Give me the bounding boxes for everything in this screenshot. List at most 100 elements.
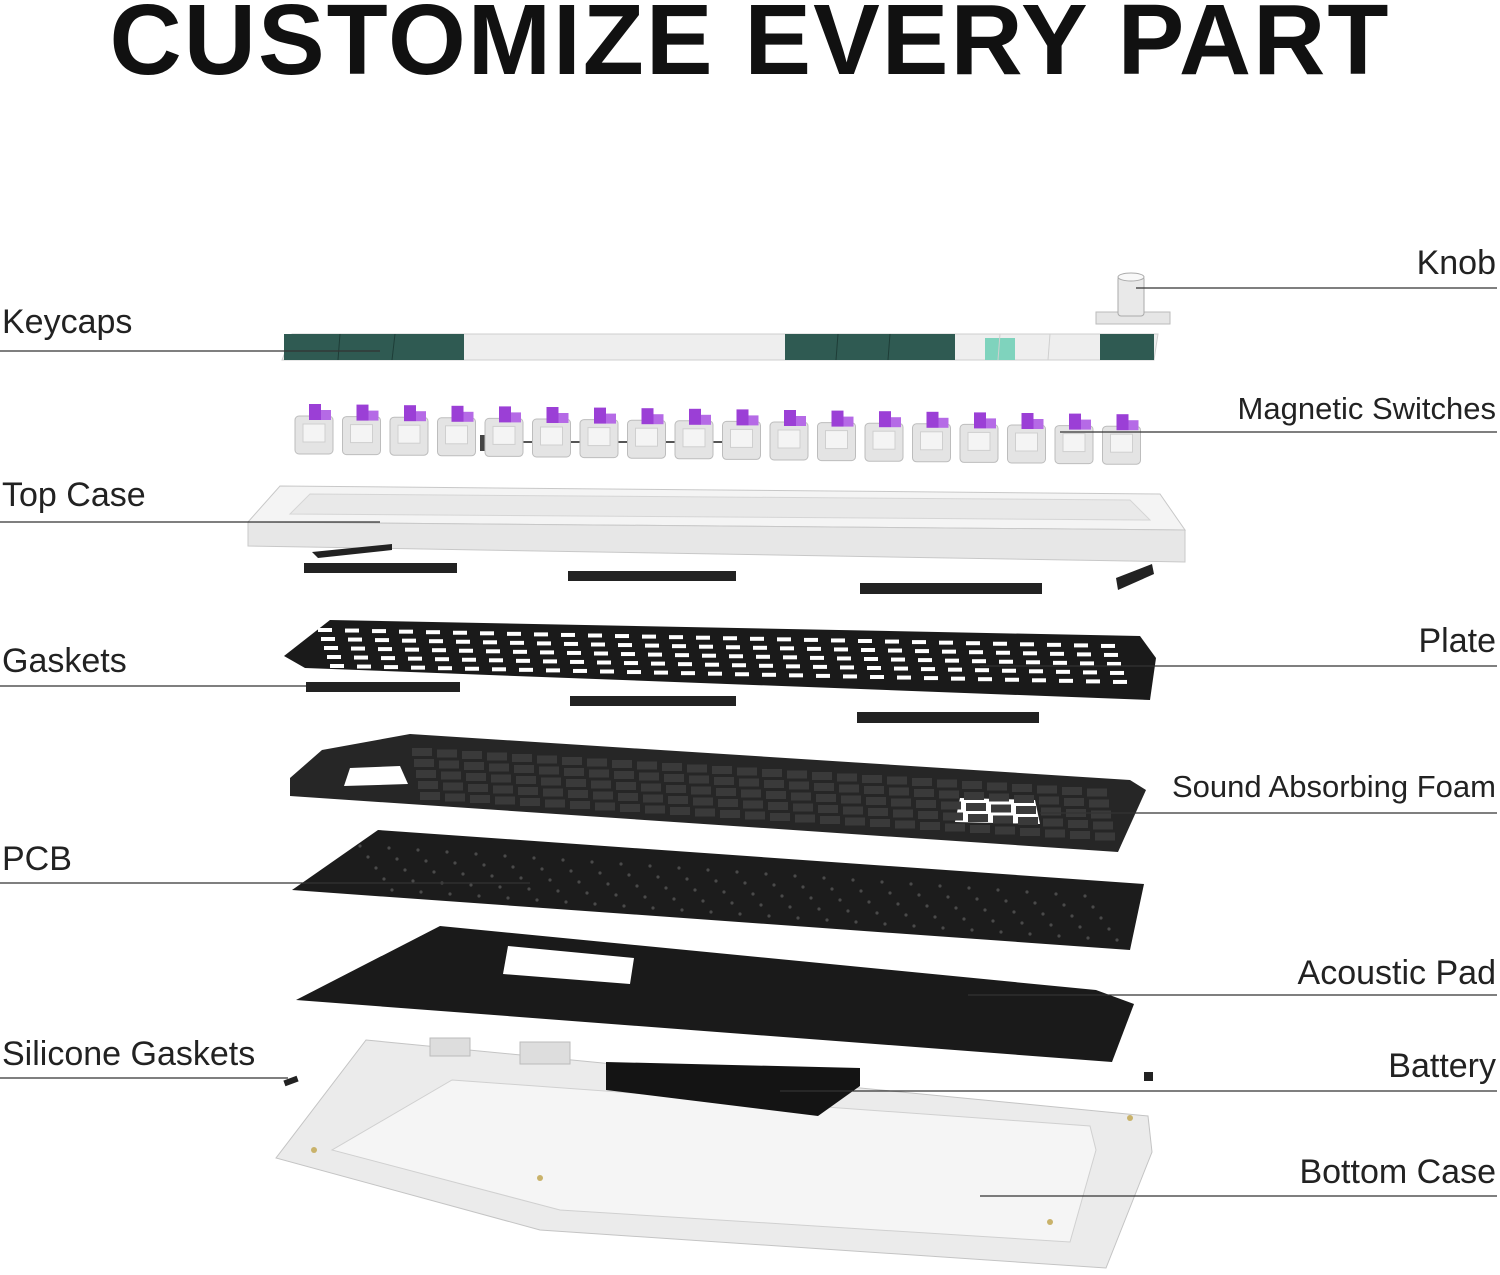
foam-cell [741,789,761,798]
plate-cutout [489,658,503,663]
label-sound-absorbing-foam: Sound Absorbing Foam [1172,769,1496,804]
foam-cell [864,786,884,794]
foam-cell [1089,799,1109,808]
plate-cutout [327,655,341,659]
pcb-hole [751,892,755,896]
plate-cutout [507,631,521,636]
label-keycaps: Keycaps [2,303,133,341]
foam-cell [987,782,1007,791]
plate-cutout [378,647,392,652]
plate-cutout [384,665,398,670]
switch-window [445,425,468,445]
pcb-hole [846,909,850,913]
plate-cutout [510,640,524,645]
plate-cutout [696,635,710,640]
foam-cell [1043,818,1063,827]
pcb-hole [1083,894,1087,898]
pcb-hole [1086,936,1090,940]
pcb-hole [651,906,655,910]
foam-cell [770,813,790,821]
foam-cell [766,791,786,799]
pcb-hole [1078,925,1082,929]
pcb-hole [519,876,523,880]
pcb-hole [1054,892,1058,896]
pcb-hole [664,886,668,890]
pcb-hole [743,881,747,885]
switch-stem [784,410,796,426]
pcb-hole [1057,934,1061,938]
foam-cell [891,798,911,807]
foam-cell [737,767,757,776]
plate-cutout [867,666,881,670]
pcb-hole [387,846,391,850]
foam-cell [470,795,490,803]
plate-cutout [723,636,737,641]
switch-window [350,424,373,444]
pcb-hole [358,844,362,848]
switch-window [1110,433,1133,453]
bottom-case-part [275,1037,1153,1269]
pcb-hole [1062,903,1066,907]
foam-cell [414,759,434,767]
foam-cell [837,773,857,782]
pcb-hole [656,875,660,879]
switch-window [825,430,848,450]
foam-cell [666,785,686,793]
pcb-hole [556,889,560,893]
plate-cutout [864,657,878,661]
plate-cutout [831,638,845,643]
switch-stem [511,412,521,423]
foam-cell [789,781,809,790]
plate-cutout [351,646,365,651]
pcb-hole [759,903,763,907]
plate-cutout [372,629,386,634]
pcb-hole [482,863,486,867]
foam-cell [814,783,834,791]
switch-window [872,430,896,450]
foam-cell [887,776,907,785]
foam-cell [1093,821,1113,830]
plate-cutout [438,666,452,671]
plate-cutout [708,671,722,676]
pcb-hole [477,894,481,898]
magnetic-switches-part [294,404,1141,465]
pcb-hole [622,904,626,908]
foam-cell [514,765,534,773]
pcb-hole [888,891,892,895]
pcb-hole [390,888,394,892]
plate-cutout [813,664,827,669]
label-magnetic-switches: Magnetic Switches [1237,391,1496,426]
plate-cutout [318,628,332,632]
foam-cell [1039,796,1059,805]
plate-cutout [669,635,683,640]
label-knob: Knob [1416,244,1496,282]
foam-cell [1095,832,1115,841]
plate-cutout [429,639,443,644]
foam-cell [593,791,613,800]
silicone-gaskets-part [283,1072,1153,1087]
switch-stem [463,411,474,422]
switch-stem [796,416,806,426]
foam-cell [591,780,611,789]
switch-stem [843,416,854,427]
plate-cutout [519,667,533,672]
switch-stem [879,411,891,428]
plate-cutout [1002,668,1016,673]
plate-cutout [1047,642,1061,647]
switch-window [920,431,943,451]
pcb-hole [445,850,449,854]
foam-cell [868,808,888,816]
switch-stem [1081,419,1091,430]
foam-cell [570,801,590,809]
plate-cutout [945,658,959,663]
pcb-hole [561,858,565,862]
switch-stem [321,410,331,420]
plate-cutout [1005,677,1019,682]
switch-stem [974,412,986,429]
plate-cutout [570,659,584,664]
plate-cutout [912,640,926,645]
plate-cutout [705,662,719,667]
foam-cell [637,761,657,770]
foam-cell [941,801,961,810]
plate-cutout [1053,660,1067,665]
